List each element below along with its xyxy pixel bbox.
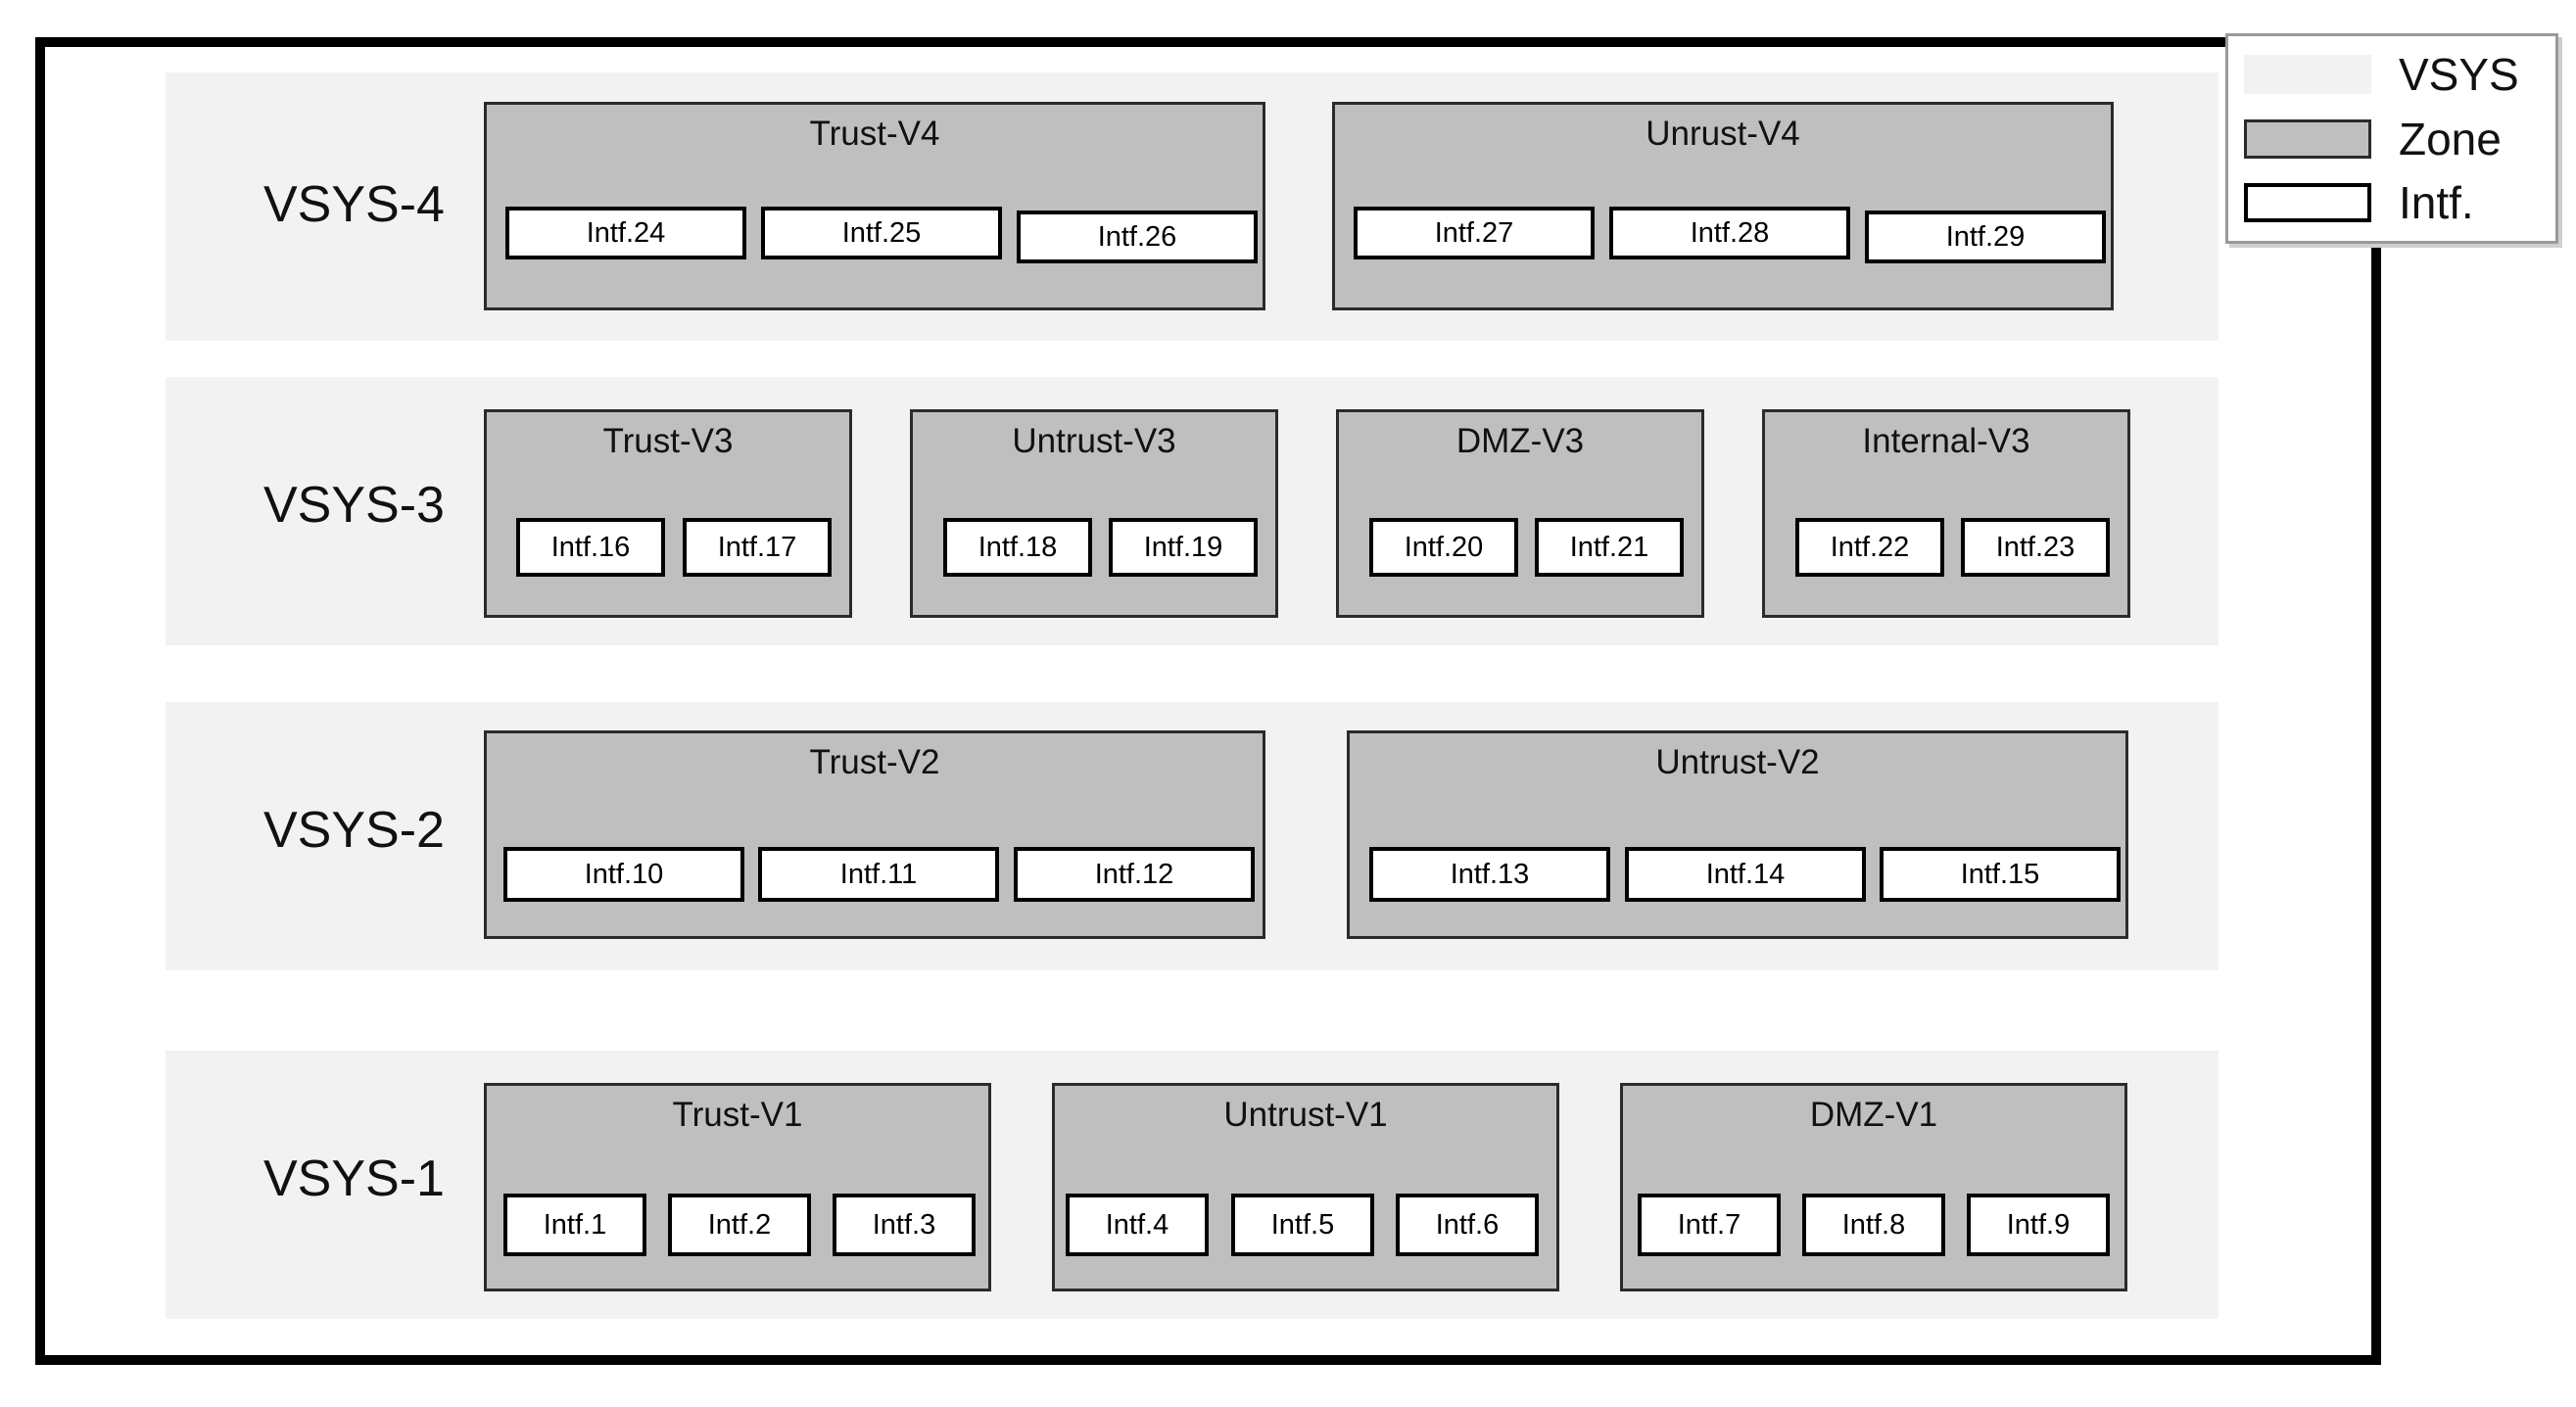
interface-box: Intf.14 [1625,847,1866,902]
zone-box: Trust-V2 Intf.10 Intf.11 Intf.12 [484,730,1265,939]
interface-box: Intf.9 [1967,1194,2110,1256]
zone-box: Internal-V3 Intf.22 Intf.23 [1762,409,2130,618]
zone-title: Trust-V1 [672,1096,803,1134]
interface-box: Intf.26 [1017,211,1258,263]
interface-box: Intf.11 [758,847,999,902]
interface-box: Intf.28 [1609,207,1850,259]
vsys-label: VSYS-2 [263,802,445,859]
legend-item-vsys: VSYS [2244,50,2548,99]
zone-box: Trust-V3 Intf.16 Intf.17 [484,409,852,618]
interface-box: Intf.5 [1231,1194,1374,1256]
interface-box: Intf.22 [1795,518,1944,577]
interface-box: Intf.27 [1354,207,1595,259]
interface-box: Intf.17 [683,518,832,577]
zone-box: Trust-V1 Intf.1 Intf.2 Intf.3 [484,1083,991,1291]
vsys-label: VSYS-3 [263,477,445,534]
interface-box: Intf.7 [1638,1194,1781,1256]
interface-box: Intf.16 [516,518,665,577]
interface-box: Intf.3 [833,1194,976,1256]
interface-box: Intf.13 [1369,847,1610,902]
zone-title: Untrust-V3 [1012,422,1176,460]
zone-title: Trust-V2 [809,743,940,781]
zone-title: Unrust-V4 [1646,115,1800,153]
interface-box: Intf.4 [1066,1194,1209,1256]
zone-box: Untrust-V1 Intf.4 Intf.5 Intf.6 [1052,1083,1559,1291]
zone-box: Unrust-V4 Intf.27 Intf.28 Intf.29 [1332,102,2114,310]
legend-swatch-vsys [2244,55,2371,94]
zone-box: Untrust-V2 Intf.13 Intf.14 Intf.15 [1347,730,2128,939]
interface-box: Intf.21 [1535,518,1684,577]
legend-swatch-zone [2244,119,2371,159]
interface-box: Intf.6 [1396,1194,1539,1256]
zone-title: DMZ-V1 [1809,1096,1938,1134]
interface-box: Intf.24 [505,207,746,259]
zone-title: Trust-V4 [809,115,940,153]
zone-box: Trust-V4 Intf.24 Intf.25 Intf.26 [484,102,1265,310]
legend-label: VSYS [2399,49,2519,100]
legend: VSYS Zone Intf. [2225,33,2558,244]
interface-box: Intf.18 [943,518,1092,577]
interface-box: Intf.25 [761,207,1002,259]
interface-box: Intf.8 [1802,1194,1945,1256]
zone-title: Untrust-V2 [1655,743,1820,781]
interface-box: Intf.12 [1014,847,1255,902]
interface-box: Intf.19 [1109,518,1258,577]
zone-box: DMZ-V3 Intf.20 Intf.21 [1336,409,1704,618]
interface-box: Intf.2 [668,1194,811,1256]
interface-box: Intf.20 [1369,518,1518,577]
legend-label: Zone [2399,114,2502,164]
interface-box: Intf.15 [1880,847,2121,902]
legend-label: Intf. [2399,177,2474,228]
interface-box: Intf.1 [503,1194,646,1256]
interface-box: Intf.29 [1865,211,2106,263]
vsys-label: VSYS-4 [263,176,445,233]
zone-box: DMZ-V1 Intf.7 Intf.8 Intf.9 [1620,1083,2127,1291]
interface-box: Intf.10 [503,847,744,902]
zone-title: Trust-V3 [602,422,734,460]
legend-item-zone: Zone [2244,115,2548,164]
zone-title: DMZ-V3 [1455,422,1585,460]
zone-title: Internal-V3 [1862,422,2030,460]
interface-box: Intf.23 [1961,518,2110,577]
legend-item-intf: Intf. [2244,178,2548,227]
zone-box: Untrust-V3 Intf.18 Intf.19 [910,409,1278,618]
vsys-label: VSYS-1 [263,1150,445,1207]
legend-swatch-intf [2244,183,2371,222]
zone-title: Untrust-V1 [1223,1096,1388,1134]
